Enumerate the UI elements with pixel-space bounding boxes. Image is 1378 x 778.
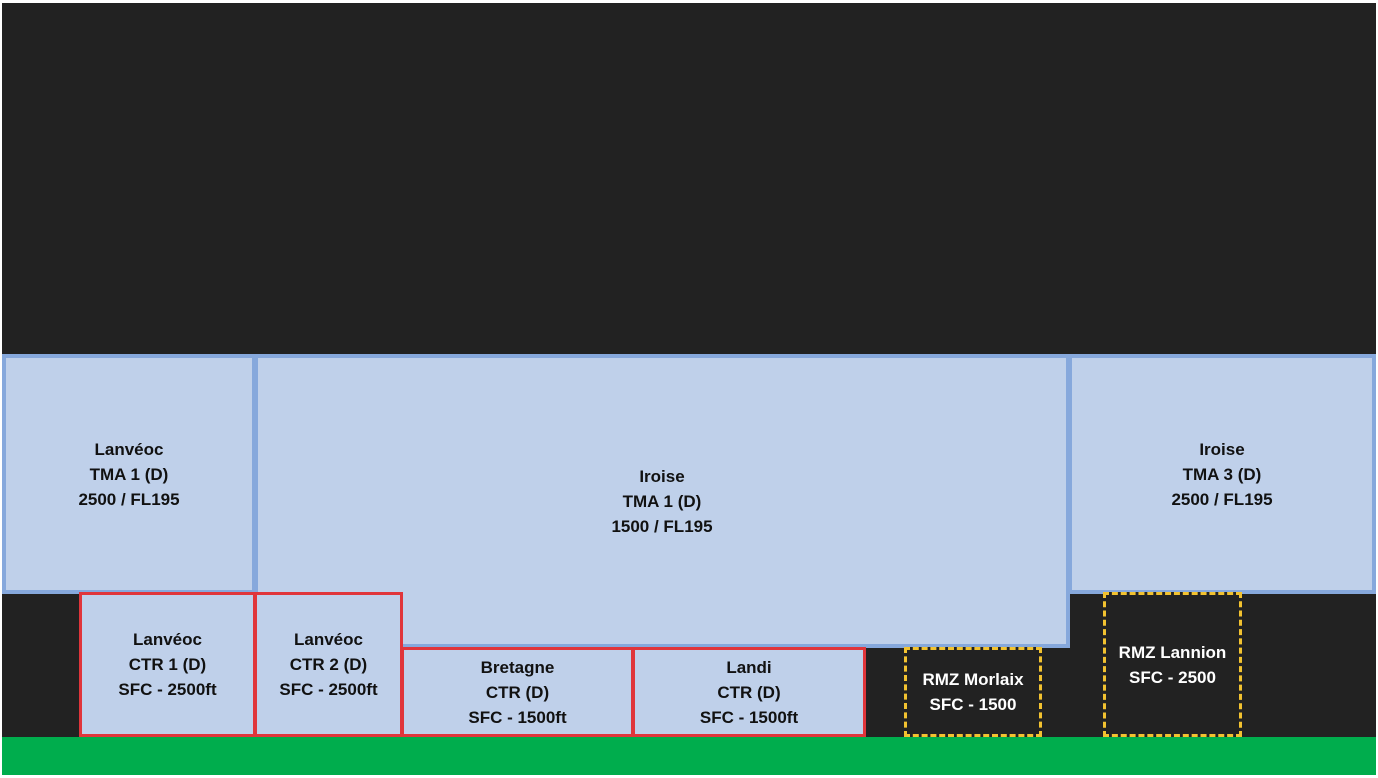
zone-class: CTR (D) bbox=[717, 682, 781, 702]
zone-limits: SFC - 2500ft bbox=[279, 680, 378, 699]
zone-name: RMZ Lannion bbox=[1118, 642, 1227, 662]
ground-strip bbox=[2, 737, 1376, 775]
zone-limits: SFC - 1500 bbox=[929, 695, 1017, 714]
zone-name: Lanvéoc bbox=[94, 439, 164, 459]
zone-limits: SFC - 1500ft bbox=[468, 707, 567, 727]
zone-iroise-tma3: Iroise TMA 3 (D) 2500 / FL195 bbox=[1068, 354, 1376, 594]
zone-landi-ctr: Landi CTR (D) SFC - 1500ft bbox=[632, 647, 866, 737]
airspace-diagram: Iroise TMA 1 (D) 1500 / FL195 Lanvéoc TM… bbox=[2, 3, 1376, 775]
zone-lanveoc-tma1: Lanvéoc TMA 1 (D) 2500 / FL195 bbox=[2, 354, 256, 594]
zone-name: Lanvéoc bbox=[294, 630, 363, 649]
zone-class: TMA 1 (D) bbox=[89, 464, 169, 484]
zone-lanveoc-ctr1: Lanvéoc CTR 1 (D) SFC - 2500ft bbox=[79, 592, 256, 737]
zone-class: CTR 2 (D) bbox=[289, 655, 368, 674]
zone-limits: 2500 / FL195 bbox=[1171, 489, 1273, 509]
zone-class: CTR 1 (D) bbox=[128, 655, 207, 674]
zone-limits: SFC - 2500 bbox=[1129, 667, 1216, 687]
zone-name: Landi bbox=[726, 657, 772, 677]
zone-rmz-lannion: RMZ Lannion SFC - 2500 bbox=[1103, 592, 1242, 737]
zone-class: TMA 3 (D) bbox=[1182, 464, 1262, 484]
zone-limits: SFC - 2500ft bbox=[118, 680, 217, 699]
zone-class: CTR (D) bbox=[485, 682, 550, 702]
zone-name: RMZ Morlaix bbox=[922, 670, 1024, 689]
zone-lanveoc-ctr2: Lanvéoc CTR 2 (D) SFC - 2500ft bbox=[254, 592, 403, 737]
zone-name: Bretagne bbox=[480, 657, 555, 677]
zone-limits: 1500 / FL195 bbox=[611, 516, 713, 536]
zone-name: Iroise bbox=[639, 466, 685, 486]
zone-bretagne-ctr: Bretagne CTR (D) SFC - 1500ft bbox=[401, 647, 634, 737]
zone-name: Lanvéoc bbox=[133, 630, 202, 649]
zone-name: Iroise bbox=[1199, 439, 1245, 459]
zone-limits: SFC - 1500ft bbox=[699, 707, 799, 727]
zone-class: TMA 1 (D) bbox=[622, 491, 702, 511]
zone-limits: 2500 / FL195 bbox=[78, 489, 180, 509]
zone-rmz-morlaix: RMZ Morlaix SFC - 1500 bbox=[904, 647, 1042, 737]
